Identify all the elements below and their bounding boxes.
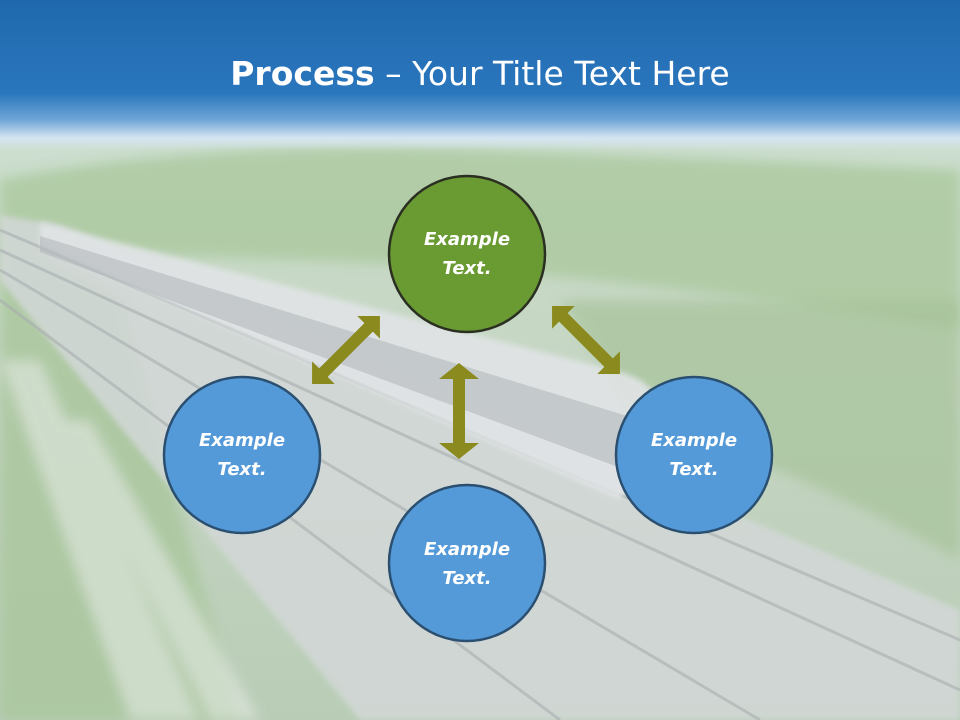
title-rest: Your Title Text Here [412, 54, 730, 93]
node-right-line1: Example [650, 430, 738, 451]
title-bar: Process – Your Title Text Here [0, 0, 960, 150]
node-top-line1: Example [423, 229, 511, 250]
node-left-line2: Text. [217, 459, 267, 480]
circle-left [162, 375, 322, 535]
node-text-top: Example Text. [392, 225, 542, 283]
circle-right [614, 375, 774, 535]
node-bottom-line1: Example [423, 539, 511, 560]
circle-bottom [387, 483, 547, 643]
slide-title: Process – Your Title Text Here [0, 54, 960, 94]
arrow-top-right [552, 306, 620, 374]
node-text-right: Example Text. [619, 426, 769, 484]
node-bottom-line2: Text. [442, 568, 492, 589]
node-text-left: Example Text. [167, 426, 317, 484]
node-top-line2: Text. [442, 258, 492, 279]
arrow-vertical [439, 363, 479, 459]
arrow-top-left [312, 316, 380, 384]
node-right-line2: Text. [669, 459, 719, 480]
title-bold: Process [230, 54, 375, 93]
node-left-line1: Example [198, 430, 286, 451]
title-dash: – [374, 54, 413, 93]
node-text-bottom: Example Text. [392, 535, 542, 593]
circle-top [387, 174, 547, 334]
